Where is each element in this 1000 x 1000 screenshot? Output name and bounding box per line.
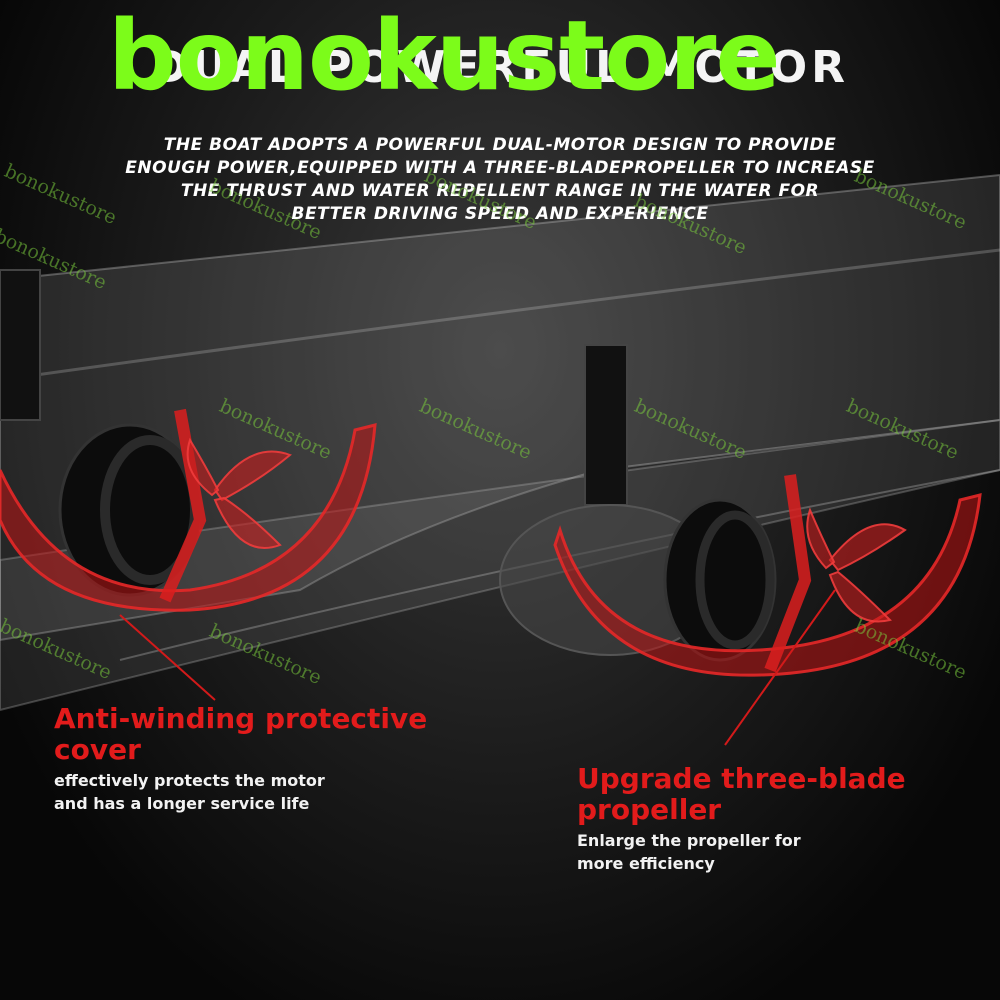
- hull-edge-line: [0, 248, 1000, 382]
- callout-title: cover: [54, 733, 141, 766]
- description-line: ENOUGH POWER,EQUIPPED WITH A THREE-BLADE…: [125, 158, 875, 178]
- callout-subtitle: Enlarge the propeller for: [577, 831, 801, 850]
- page-title: DUAL POWERFUL MOTOR: [150, 42, 850, 93]
- description-line: BETTER DRIVING SPEED AND EXPERIENCE: [291, 204, 709, 224]
- callout-subtitle: more efficiency: [577, 854, 715, 873]
- callout-subtitle: effectively protects the motor: [54, 771, 325, 790]
- right-callout-line: [724, 589, 836, 746]
- left-motor-assembly: [0, 269, 377, 701]
- right-guard: [553, 493, 982, 677]
- right-motor-assembly: [499, 344, 982, 746]
- right-guard-strut: [764, 474, 812, 673]
- right-motor-shaft: [584, 344, 628, 506]
- left-callout-line: [119, 614, 216, 701]
- description: THE BOAT ADOPTS A POWERFUL DUAL-MOTOR DE…: [0, 134, 1000, 226]
- right-motor-coil: [695, 510, 775, 650]
- right-propeller: [806, 507, 907, 623]
- callout-protective-cover: Anti-winding protective cover effectivel…: [54, 703, 494, 815]
- callout-subtitle: and has a longer service life: [54, 794, 310, 813]
- callout-title: Anti-winding protective: [54, 702, 428, 735]
- left-guard-strut: [159, 408, 207, 603]
- description-line: THE THRUST AND WATER REPELLENT RANGE IN …: [180, 181, 820, 201]
- callout-title: propeller: [577, 793, 722, 826]
- description-line: THE BOAT ADOPTS A POWERFUL DUAL-MOTOR DE…: [163, 135, 837, 155]
- left-propeller: [186, 437, 292, 549]
- left-motor-shaft: [0, 269, 41, 421]
- watermark-main: bonokustore: [108, 0, 781, 112]
- left-guard: [0, 423, 377, 612]
- callout-three-blade-propeller: Upgrade three-blade propeller Enlarge th…: [577, 763, 977, 875]
- callout-title: Upgrade three-blade: [577, 762, 906, 795]
